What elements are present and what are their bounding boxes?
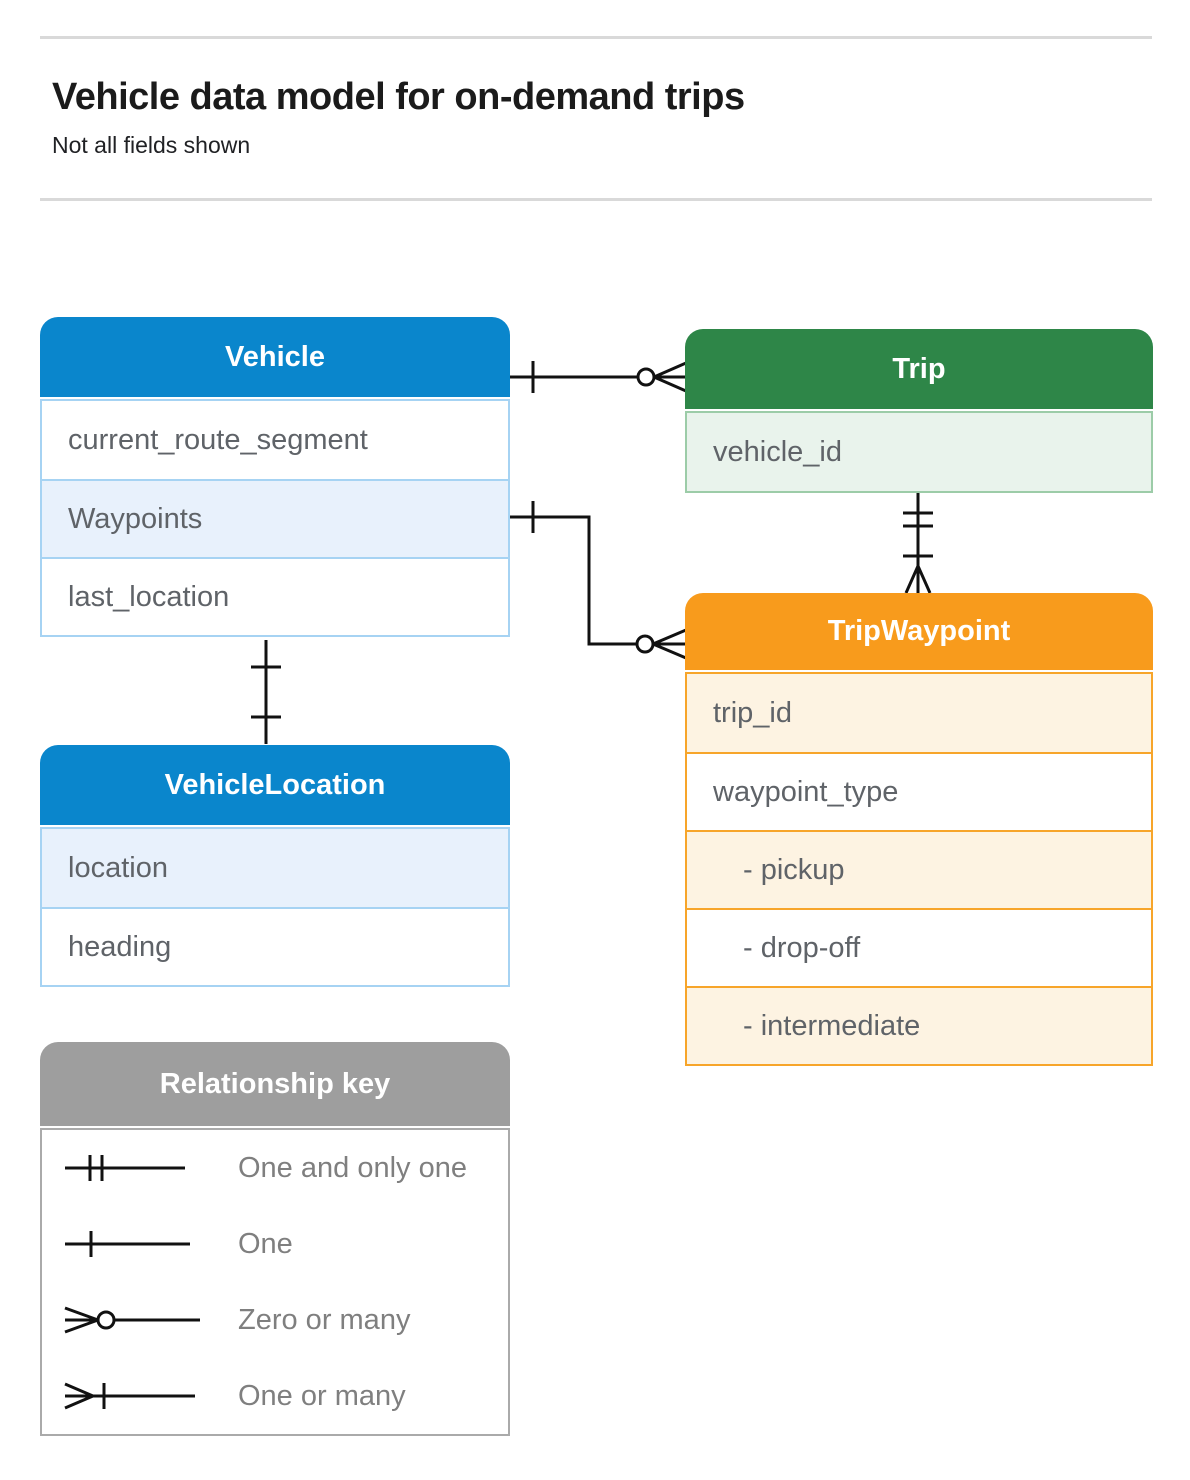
relationship-key: Relationship key One and only one [40,1042,510,1436]
field-row-waypoints: Waypoints [42,479,508,557]
vehicle-waypoints-tripwaypoint-connector [509,501,687,660]
header-divider [40,198,1152,201]
field-row-vehicle-id: vehicle_id [687,413,1151,491]
field-row-waypoint-type: waypoint_type [687,752,1151,830]
relationship-key-header: Relationship key [40,1042,510,1126]
zero-or-many-icon [60,1298,218,1342]
key-row-one: One [42,1206,508,1282]
field-row-heading: heading [42,907,508,985]
entity-table-trip: Trip vehicle_id [685,329,1153,493]
field-row-drop-off: - drop-off [687,908,1151,986]
trip-tripwaypoint-connector [903,491,933,594]
vehicle-trip-connector [509,361,687,393]
field-row-trip-id: trip_id [687,674,1151,752]
field-row-location: location [42,829,508,907]
vehiclelocation-table-header: VehicleLocation [40,745,510,825]
page-title: Vehicle data model for on-demand trips [52,76,745,118]
entity-table-tripwaypoint: TripWaypoint trip_id waypoint_type - pic… [685,593,1153,1066]
vehicle-vehiclelocation-connector [251,640,281,744]
field-row-pickup: - pickup [687,830,1151,908]
trip-table-header: Trip [685,329,1153,409]
key-label: One or many [238,1379,406,1412]
field-row-intermediate: - intermediate [687,986,1151,1064]
tripwaypoint-table-header: TripWaypoint [685,593,1153,670]
entity-table-vehicle: Vehicle current_route_segment Waypoints … [40,317,510,637]
field-row-last-location: last_location [42,557,508,635]
page-subtitle: Not all fields shown [52,132,251,158]
entity-table-vehiclelocation: VehicleLocation location heading [40,745,510,987]
one-and-only-one-icon [60,1146,218,1190]
one-or-many-icon [60,1374,218,1418]
key-row-one-and-only-one: One and only one [42,1130,508,1206]
key-row-zero-or-many: Zero or many [42,1282,508,1358]
key-row-one-or-many: One or many [42,1358,508,1434]
key-label: One and only one [238,1151,467,1184]
key-label: One [238,1227,293,1260]
one-icon [60,1222,218,1266]
key-label: Zero or many [238,1303,411,1336]
field-row-current-route-segment: current_route_segment [42,401,508,479]
vehicle-table-header: Vehicle [40,317,510,397]
top-divider [40,36,1152,39]
